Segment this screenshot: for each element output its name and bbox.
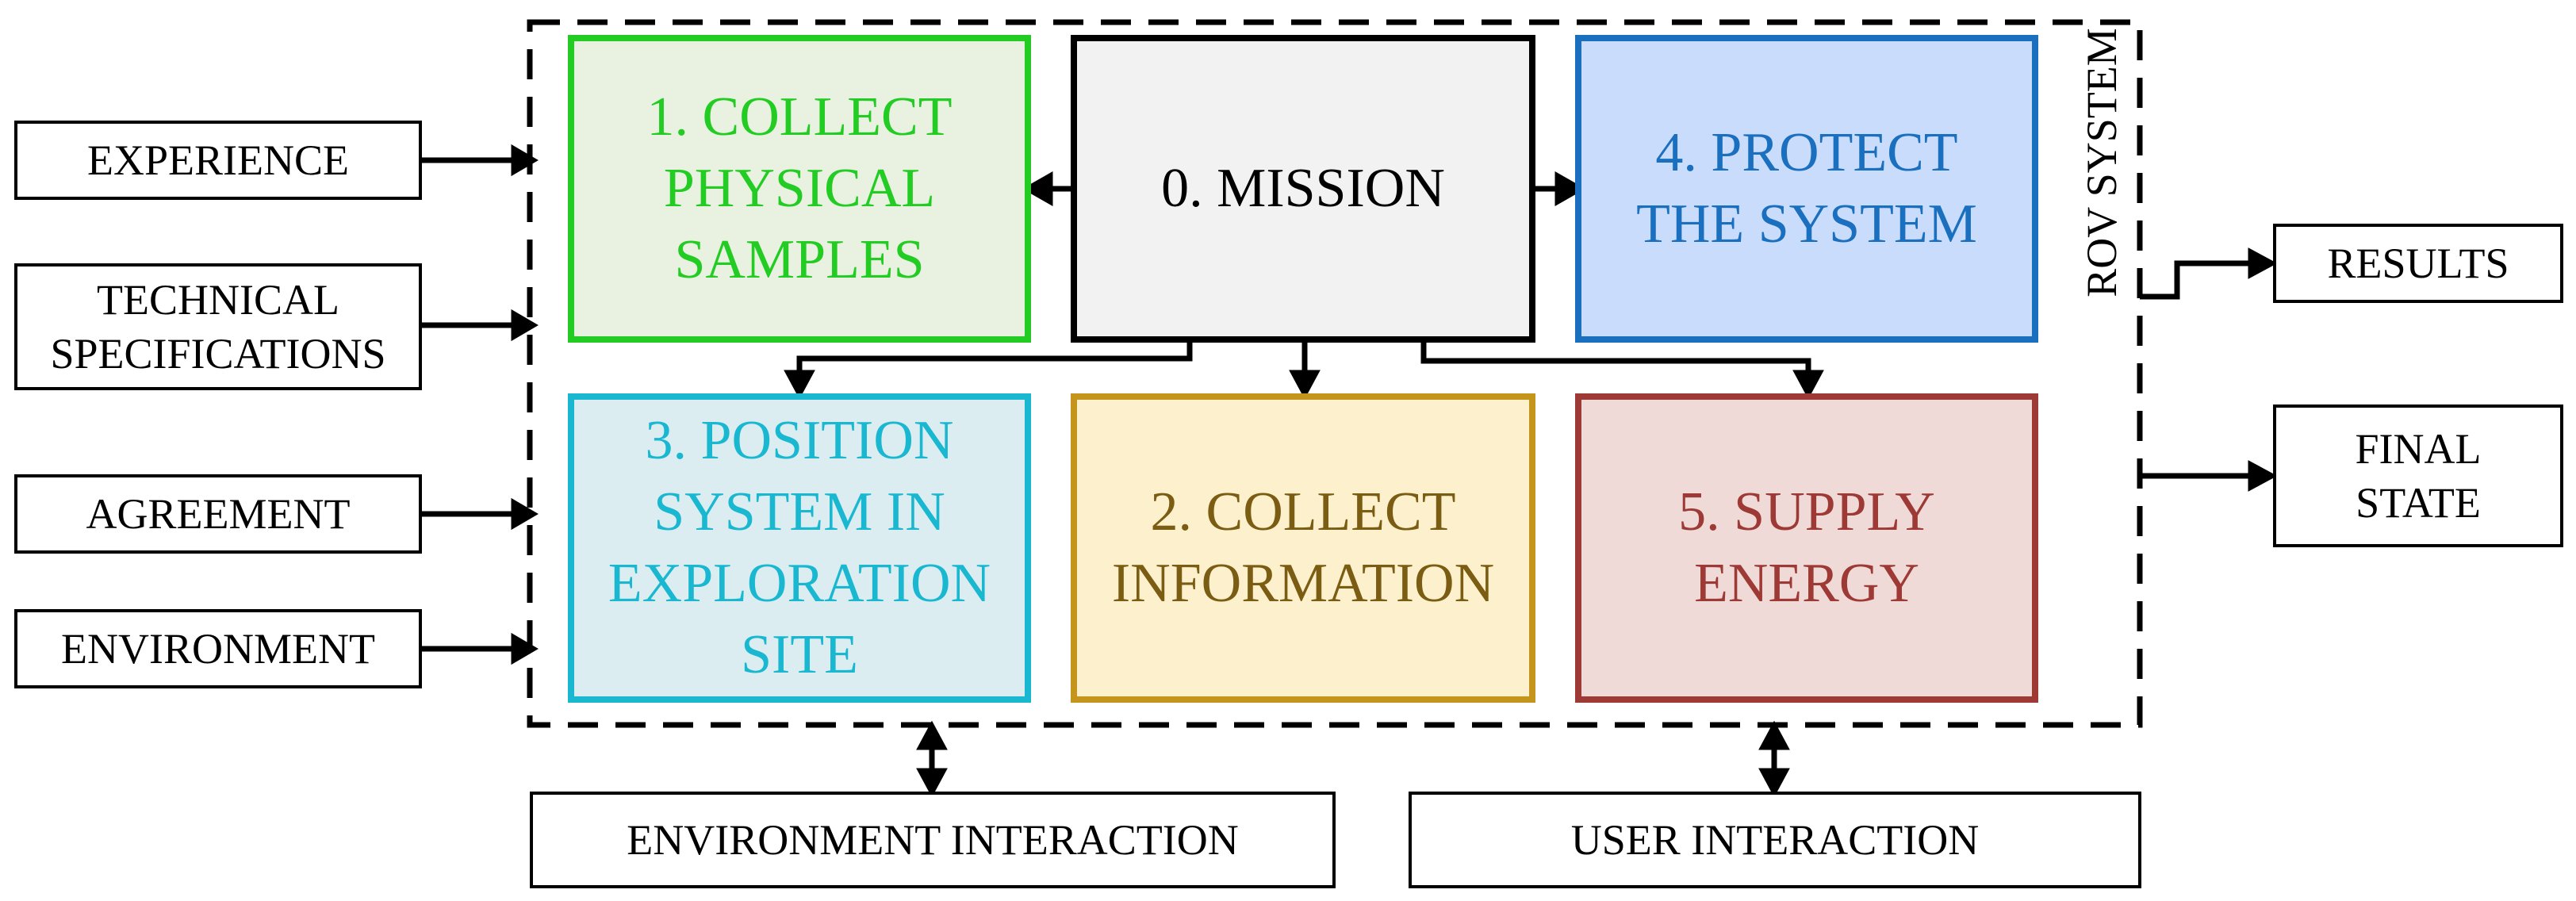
function-mission-label: 0. MISSION	[1161, 158, 1445, 219]
input-agreement-label: AGREEMENT	[86, 490, 351, 538]
function-mission: 0. MISSION	[1071, 35, 1535, 343]
function-collect-info-line2: INFORMATION	[1111, 553, 1495, 614]
system-label: ROV SYSTEM	[2078, 28, 2126, 297]
function-supply-energy-line2: ENERGY	[1694, 553, 1919, 614]
function-position-line2: SYSTEM IN	[654, 481, 945, 543]
input-technical-specifications: TECHNICAL SPECIFICATIONS	[14, 263, 422, 390]
output-final-state-line2: STATE	[2356, 479, 2481, 527]
output-final-state: FINAL STATE	[2273, 404, 2563, 547]
input-experience-label: EXPERIENCE	[87, 136, 349, 184]
function-collect-samples-line1: 1. COLLECT	[646, 86, 953, 148]
function-position-system: 3. POSITION SYSTEM IN EXPLORATION SITE	[568, 393, 1031, 703]
function-position-line3: EXPLORATION	[608, 553, 991, 614]
function-position-line4: SITE	[741, 624, 858, 685]
system-boundary	[527, 19, 2143, 728]
output-final-state-line1: FINAL	[2355, 425, 2482, 473]
input-technical-label-line1: TECHNICAL	[97, 276, 339, 324]
function-position-line1: 3. POSITION	[645, 410, 954, 471]
function-collect-samples-line3: SAMPLES	[674, 229, 925, 290]
function-protect-line2: THE SYSTEM	[1636, 194, 1977, 255]
function-collect-info-line1: 2. COLLECT	[1150, 481, 1456, 543]
user-interaction-box: USER INTERACTION	[1409, 792, 2141, 888]
output-results: RESULTS	[2273, 224, 2563, 303]
input-technical-label-line2: SPECIFICATIONS	[50, 330, 386, 378]
input-environment: ENVIRONMENT	[14, 609, 422, 688]
mission-connectors	[784, 171, 1824, 400]
function-collect-samples-line2: PHYSICAL	[663, 158, 936, 219]
function-protect-the-system: 4. PROTECT THE SYSTEM	[1575, 35, 2038, 343]
arrow-mission-to-supply-energy	[1420, 339, 1811, 374]
function-collect-information: 2. COLLECT INFORMATION	[1071, 393, 1535, 703]
output-arrows	[2140, 247, 2278, 492]
input-experience: EXPERIENCE	[14, 121, 422, 200]
environment-interaction-label: ENVIRONMENT INTERACTION	[627, 816, 1239, 864]
interaction-arrows	[916, 720, 1790, 798]
output-results-label: RESULTS	[2327, 240, 2509, 287]
arrow-results	[2140, 260, 2252, 300]
user-interaction-label: USER INTERACTION	[1570, 816, 1980, 864]
function-collect-physical-samples: 1. COLLECT PHYSICAL SAMPLES	[568, 35, 1031, 343]
arrow-mission-to-position	[796, 339, 1193, 374]
environment-interaction-box: ENVIRONMENT INTERACTION	[530, 792, 1336, 888]
function-supply-energy-line1: 5. SUPPLY	[1678, 481, 1935, 543]
input-environment-label: ENVIRONMENT	[61, 625, 375, 673]
function-supply-energy: 5. SUPPLY ENERGY	[1575, 393, 2038, 703]
input-arrows	[420, 144, 539, 665]
function-protect-line1: 4. PROTECT	[1655, 122, 1958, 183]
input-agreement: AGREEMENT	[14, 474, 422, 554]
